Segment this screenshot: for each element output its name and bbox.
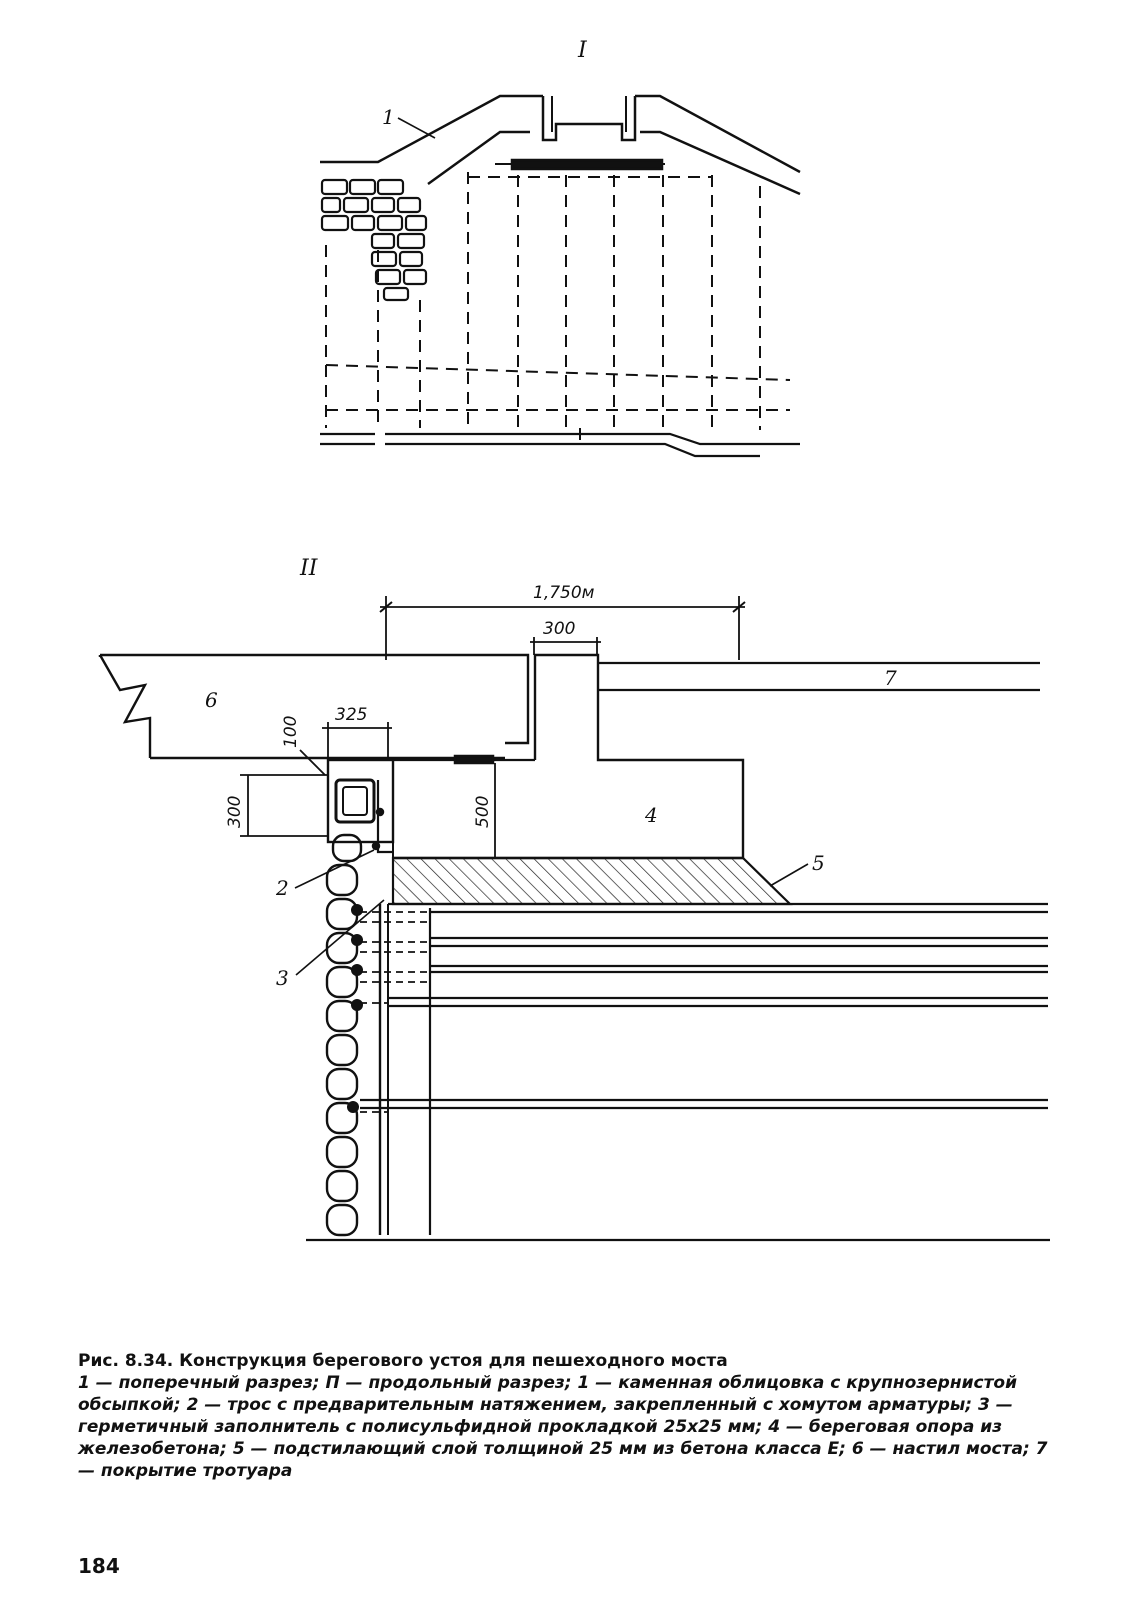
figure-caption: Рис. 8.34. Конструкция берегового устоя … [78, 1350, 1068, 1482]
label-2: 2 [275, 876, 289, 900]
caption-body: 1 — поперечный разрез; П — продольный ра… [78, 1373, 1048, 1481]
walkway-cover [598, 661, 1040, 692]
leader-5 [769, 863, 809, 887]
label-6: 6 [205, 688, 218, 712]
figure-ii-longitudinal-section: II 1,750м 300 6 7 4 500 5 [98, 556, 1050, 1242]
page-number: 184 [78, 1554, 120, 1578]
leader-3 [295, 899, 385, 976]
label-5: 5 [812, 851, 825, 875]
dim-support: 500 [473, 796, 493, 828]
abutment [393, 653, 745, 860]
leader-2 [294, 849, 375, 889]
bridge-deck [98, 653, 530, 760]
inner-slope [427, 130, 801, 196]
sealant-strip [453, 754, 495, 765]
caption-title: Рис. 8.34. Конструкция берегового устоя … [78, 1351, 728, 1371]
bottom-line-lower [320, 442, 760, 458]
anchor-points [347, 904, 363, 1113]
figure-i-title: I [577, 38, 588, 63]
outer-slope [320, 94, 801, 174]
label-7: 7 [884, 666, 897, 690]
label-3: 3 [276, 966, 289, 990]
stone-cladding-column [325, 833, 363, 1237]
bottom-line-upper [320, 432, 800, 446]
dim-post: 300 [543, 619, 575, 639]
dim-beam-height: 300 [225, 796, 245, 828]
dim-span: 1,750м [533, 583, 595, 603]
steel-box [334, 778, 376, 824]
channel-profile [541, 96, 637, 142]
figure-ii-title: II [299, 556, 319, 581]
bedding-layer [391, 856, 793, 906]
edge-beam [326, 758, 395, 844]
stone-cladding [320, 178, 428, 302]
figure-i-cross-section: I [320, 38, 801, 458]
dim-gap: 100 [281, 716, 301, 748]
label-4: 4 [644, 803, 658, 827]
leader-1 [397, 117, 436, 139]
label-1: 1 [382, 105, 395, 129]
dim-beam-width: 325 [335, 705, 367, 725]
